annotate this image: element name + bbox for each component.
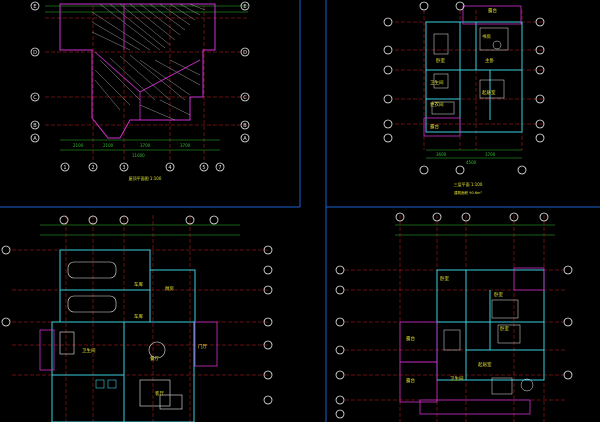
svg-text:D: D <box>33 50 37 56</box>
room-label: 露台 <box>488 7 497 14</box>
svg-text:D: D <box>243 50 247 56</box>
room-label: 客厅 <box>155 390 164 397</box>
room-label: 卧室 <box>440 275 449 282</box>
room-label: 车库 <box>134 281 143 288</box>
svg-text:4500: 4500 <box>466 160 477 165</box>
room-label: 露台 <box>406 377 415 384</box>
svg-text:A: A <box>243 136 247 142</box>
svg-text:3: 3 <box>122 165 125 171</box>
svg-text:5: 5 <box>202 165 205 171</box>
roof-plan: 2100 2100 3700 3700 11600 ED CB A ED CB … <box>30 1 250 181</box>
svg-text:2100: 2100 <box>103 143 114 148</box>
third-floor-plan: 3600 3700 4500 露台 书房 主卧 起居室 卫生间 更衣间 露台 卧… <box>383 1 545 195</box>
room-label: 卫生间 <box>82 347 96 354</box>
room-label: 卧室 <box>494 291 503 298</box>
svg-text:E: E <box>33 4 36 10</box>
room-label: 餐厅 <box>150 355 159 362</box>
first-floor-plan: 车库 车库 厨房 客厅 餐厅 卫生间 门厅 <box>1 215 273 422</box>
room-label: 厨房 <box>165 285 174 292</box>
svg-text:2100: 2100 <box>73 143 84 148</box>
svg-text:B: B <box>33 123 37 129</box>
third-floor-subtitle: 建筑面积 90.6m² <box>454 190 482 195</box>
svg-text:7: 7 <box>218 165 221 171</box>
room-label: 起居室 <box>482 89 496 96</box>
room-label: 露台 <box>430 123 439 130</box>
room-label: 车库 <box>134 313 143 320</box>
svg-text:3700: 3700 <box>180 143 191 148</box>
room-label: 露台 <box>406 335 415 342</box>
svg-text:C: C <box>33 95 37 101</box>
room-label: 门厅 <box>198 343 207 350</box>
svg-text:E: E <box>243 4 246 10</box>
svg-text:A: A <box>33 136 37 142</box>
room-label: 起居室 <box>478 361 492 368</box>
third-floor-title: 三层平面 1:100 <box>454 181 483 187</box>
svg-text:C: C <box>243 95 247 101</box>
svg-text:3700: 3700 <box>485 152 496 157</box>
room-label: 卫生间 <box>430 79 444 86</box>
second-floor-plan: 卧室 卧室 卧室 卫生间 起居室 露台 露台 <box>335 212 573 422</box>
svg-text:2: 2 <box>91 165 94 171</box>
svg-text:3700: 3700 <box>140 143 151 148</box>
roof-plan-title: 屋顶平面图 1:100 <box>129 175 162 181</box>
svg-text:1: 1 <box>63 165 66 171</box>
room-label: 更衣间 <box>430 101 444 108</box>
room-label: 书房 <box>482 33 491 40</box>
room-label: 卫生间 <box>450 375 464 382</box>
svg-text:B: B <box>243 123 247 129</box>
room-label: 卧室 <box>500 325 509 332</box>
svg-text:3600: 3600 <box>436 152 447 157</box>
svg-text:4: 4 <box>168 165 171 171</box>
svg-text:11600: 11600 <box>132 153 145 158</box>
room-label: 卧室 <box>436 57 445 64</box>
room-label: 主卧 <box>485 57 494 64</box>
